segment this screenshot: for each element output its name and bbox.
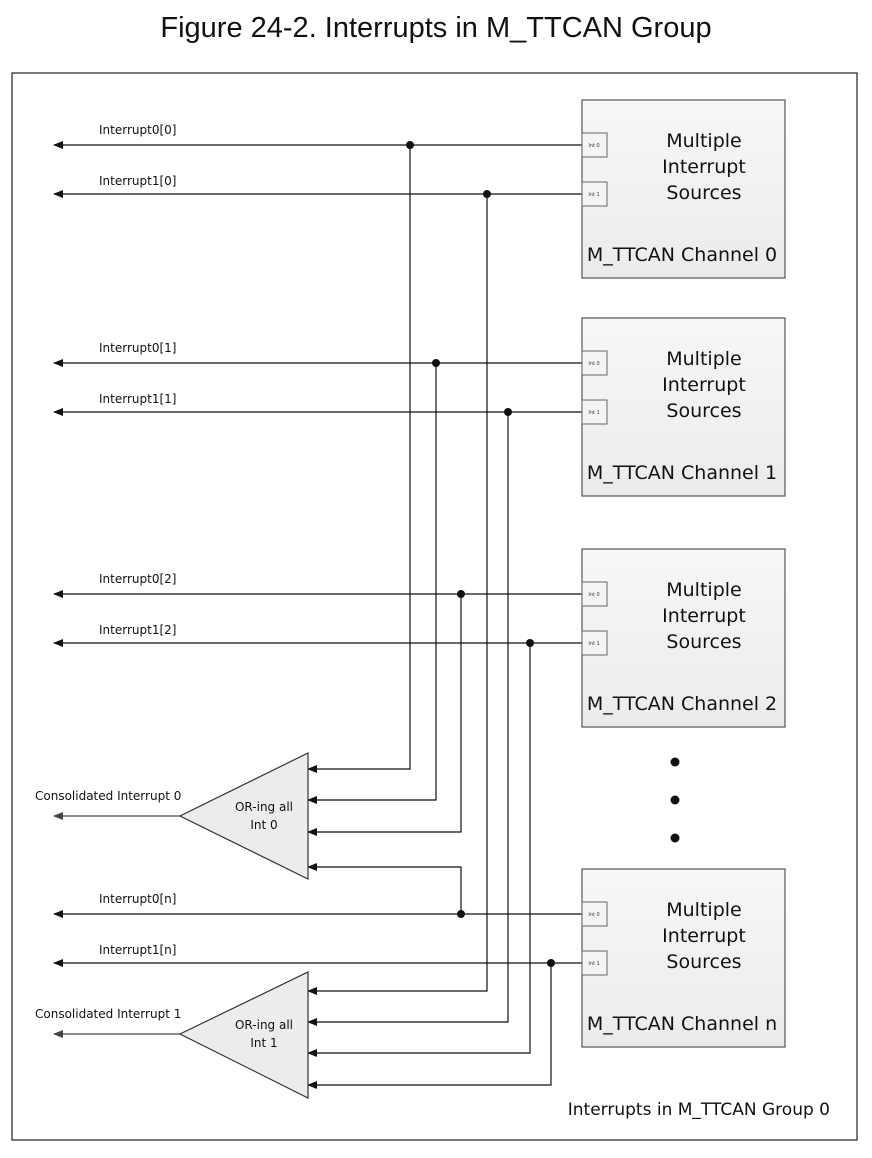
consolidated-label: Consolidated Interrupt 1: [35, 1007, 181, 1021]
wires: Interrupt0[0] Interrupt1[0] Interrupt0[1] I…: [53, 123, 582, 1089]
int0-port-label: Int 0: [588, 912, 599, 918]
channel-name: M_TTCAN Channel 2: [587, 693, 777, 715]
figure-title: Figure 24-2. Interrupts in M_TTCAN Group: [160, 12, 712, 44]
or-gate: [178, 971, 309, 1099]
int1-port-label: Int 1: [588, 192, 599, 198]
junction-dot: [547, 959, 555, 967]
int1-port-label: Int 1: [588, 641, 599, 647]
junction-dot: [457, 910, 465, 918]
int1-route: [307, 643, 531, 1057]
int0-port-label: Int 0: [588, 592, 599, 598]
channel-rect: [581, 868, 786, 1048]
channel-box: Int 0 Int 1 MultipleInterruptSourcesM_TTCA…: [581, 317, 786, 497]
source-text: Multiple: [666, 130, 741, 152]
junction-dot: [457, 590, 465, 598]
source-text: Multiple: [666, 348, 741, 370]
int0-port: [581, 350, 608, 376]
source-text: Multiple: [666, 579, 741, 601]
or-gate-label: Int 0: [250, 818, 277, 832]
int0-port: [581, 132, 608, 158]
channel-box: Int 0 Int 1 MultipleInterruptSourcesM_TTCA…: [581, 99, 786, 279]
int0-route: [307, 363, 437, 804]
junction-dot: [526, 639, 534, 647]
channel-rect: [581, 317, 786, 497]
int0-port: [581, 581, 608, 607]
int0-port: [581, 901, 608, 927]
channel-rect: [581, 548, 786, 728]
int0-route: [307, 863, 462, 914]
junction-dot: [432, 359, 440, 367]
ellipsis-dot: [670, 833, 680, 843]
source-text: Sources: [666, 182, 741, 204]
int0-route: [307, 145, 411, 773]
channel-rect: [581, 99, 786, 279]
or-gate: [178, 752, 309, 880]
int1-port: [581, 399, 608, 425]
source-text: Interrupt: [662, 605, 746, 627]
int1-port: [581, 630, 608, 656]
interrupt1-label: Interrupt1[n]: [99, 943, 176, 957]
group-frame: [11, 72, 858, 1141]
int1-route: [307, 412, 509, 1026]
ellipsis-dot: [670, 795, 680, 805]
source-text: Sources: [666, 951, 741, 973]
channel-name: M_TTCAN Channel 0: [587, 244, 777, 266]
source-text: Sources: [666, 400, 741, 422]
int1-port: [581, 181, 608, 207]
interrupt0-label: Interrupt0[n]: [99, 892, 176, 906]
int0-route: [307, 594, 462, 836]
ellipsis-dot: [670, 757, 680, 767]
channel-box: Int 0 Int 1 MultipleInterruptSourcesM_TTCA…: [581, 868, 786, 1048]
int1-port: [581, 950, 608, 976]
interrupt0-label: Interrupt0[0]: [99, 123, 176, 137]
or-gate-label: OR-ing all: [235, 800, 293, 814]
source-text: Interrupt: [662, 925, 746, 947]
junction-dot: [483, 190, 491, 198]
consolidated-label: Consolidated Interrupt 0: [35, 789, 181, 803]
int1-route: [307, 194, 488, 995]
source-text: Sources: [666, 631, 741, 653]
source-text: Multiple: [666, 899, 741, 921]
channel-box: Int 0 Int 1 MultipleInterruptSourcesM_TTCA…: [581, 548, 786, 728]
int1-route: [307, 963, 552, 1089]
int1-port-label: Int 1: [588, 961, 599, 967]
channel-name: M_TTCAN Channel 1: [587, 462, 777, 484]
interrupt1-label: Interrupt1[1]: [99, 392, 176, 406]
junction-dot: [406, 141, 414, 149]
source-text: Interrupt: [662, 374, 746, 396]
interrupt1-label: Interrupt1[0]: [99, 174, 176, 188]
group-label: Interrupts in M_TTCAN Group 0: [568, 1100, 830, 1120]
interrupt1-label: Interrupt1[2]: [99, 623, 176, 637]
source-text: Interrupt: [662, 156, 746, 178]
int1-port-label: Int 1: [588, 410, 599, 416]
or-gate-label: Int 1: [250, 1036, 277, 1050]
interrupt0-label: Interrupt0[1]: [99, 341, 176, 355]
junction-dot: [504, 408, 512, 416]
interrupt0-label: Interrupt0[2]: [99, 572, 176, 586]
int0-port-label: Int 0: [588, 361, 599, 367]
or-gate-label: OR-ing all: [235, 1018, 293, 1032]
int0-port-label: Int 0: [588, 143, 599, 149]
channel-name: M_TTCAN Channel n: [587, 1013, 777, 1035]
